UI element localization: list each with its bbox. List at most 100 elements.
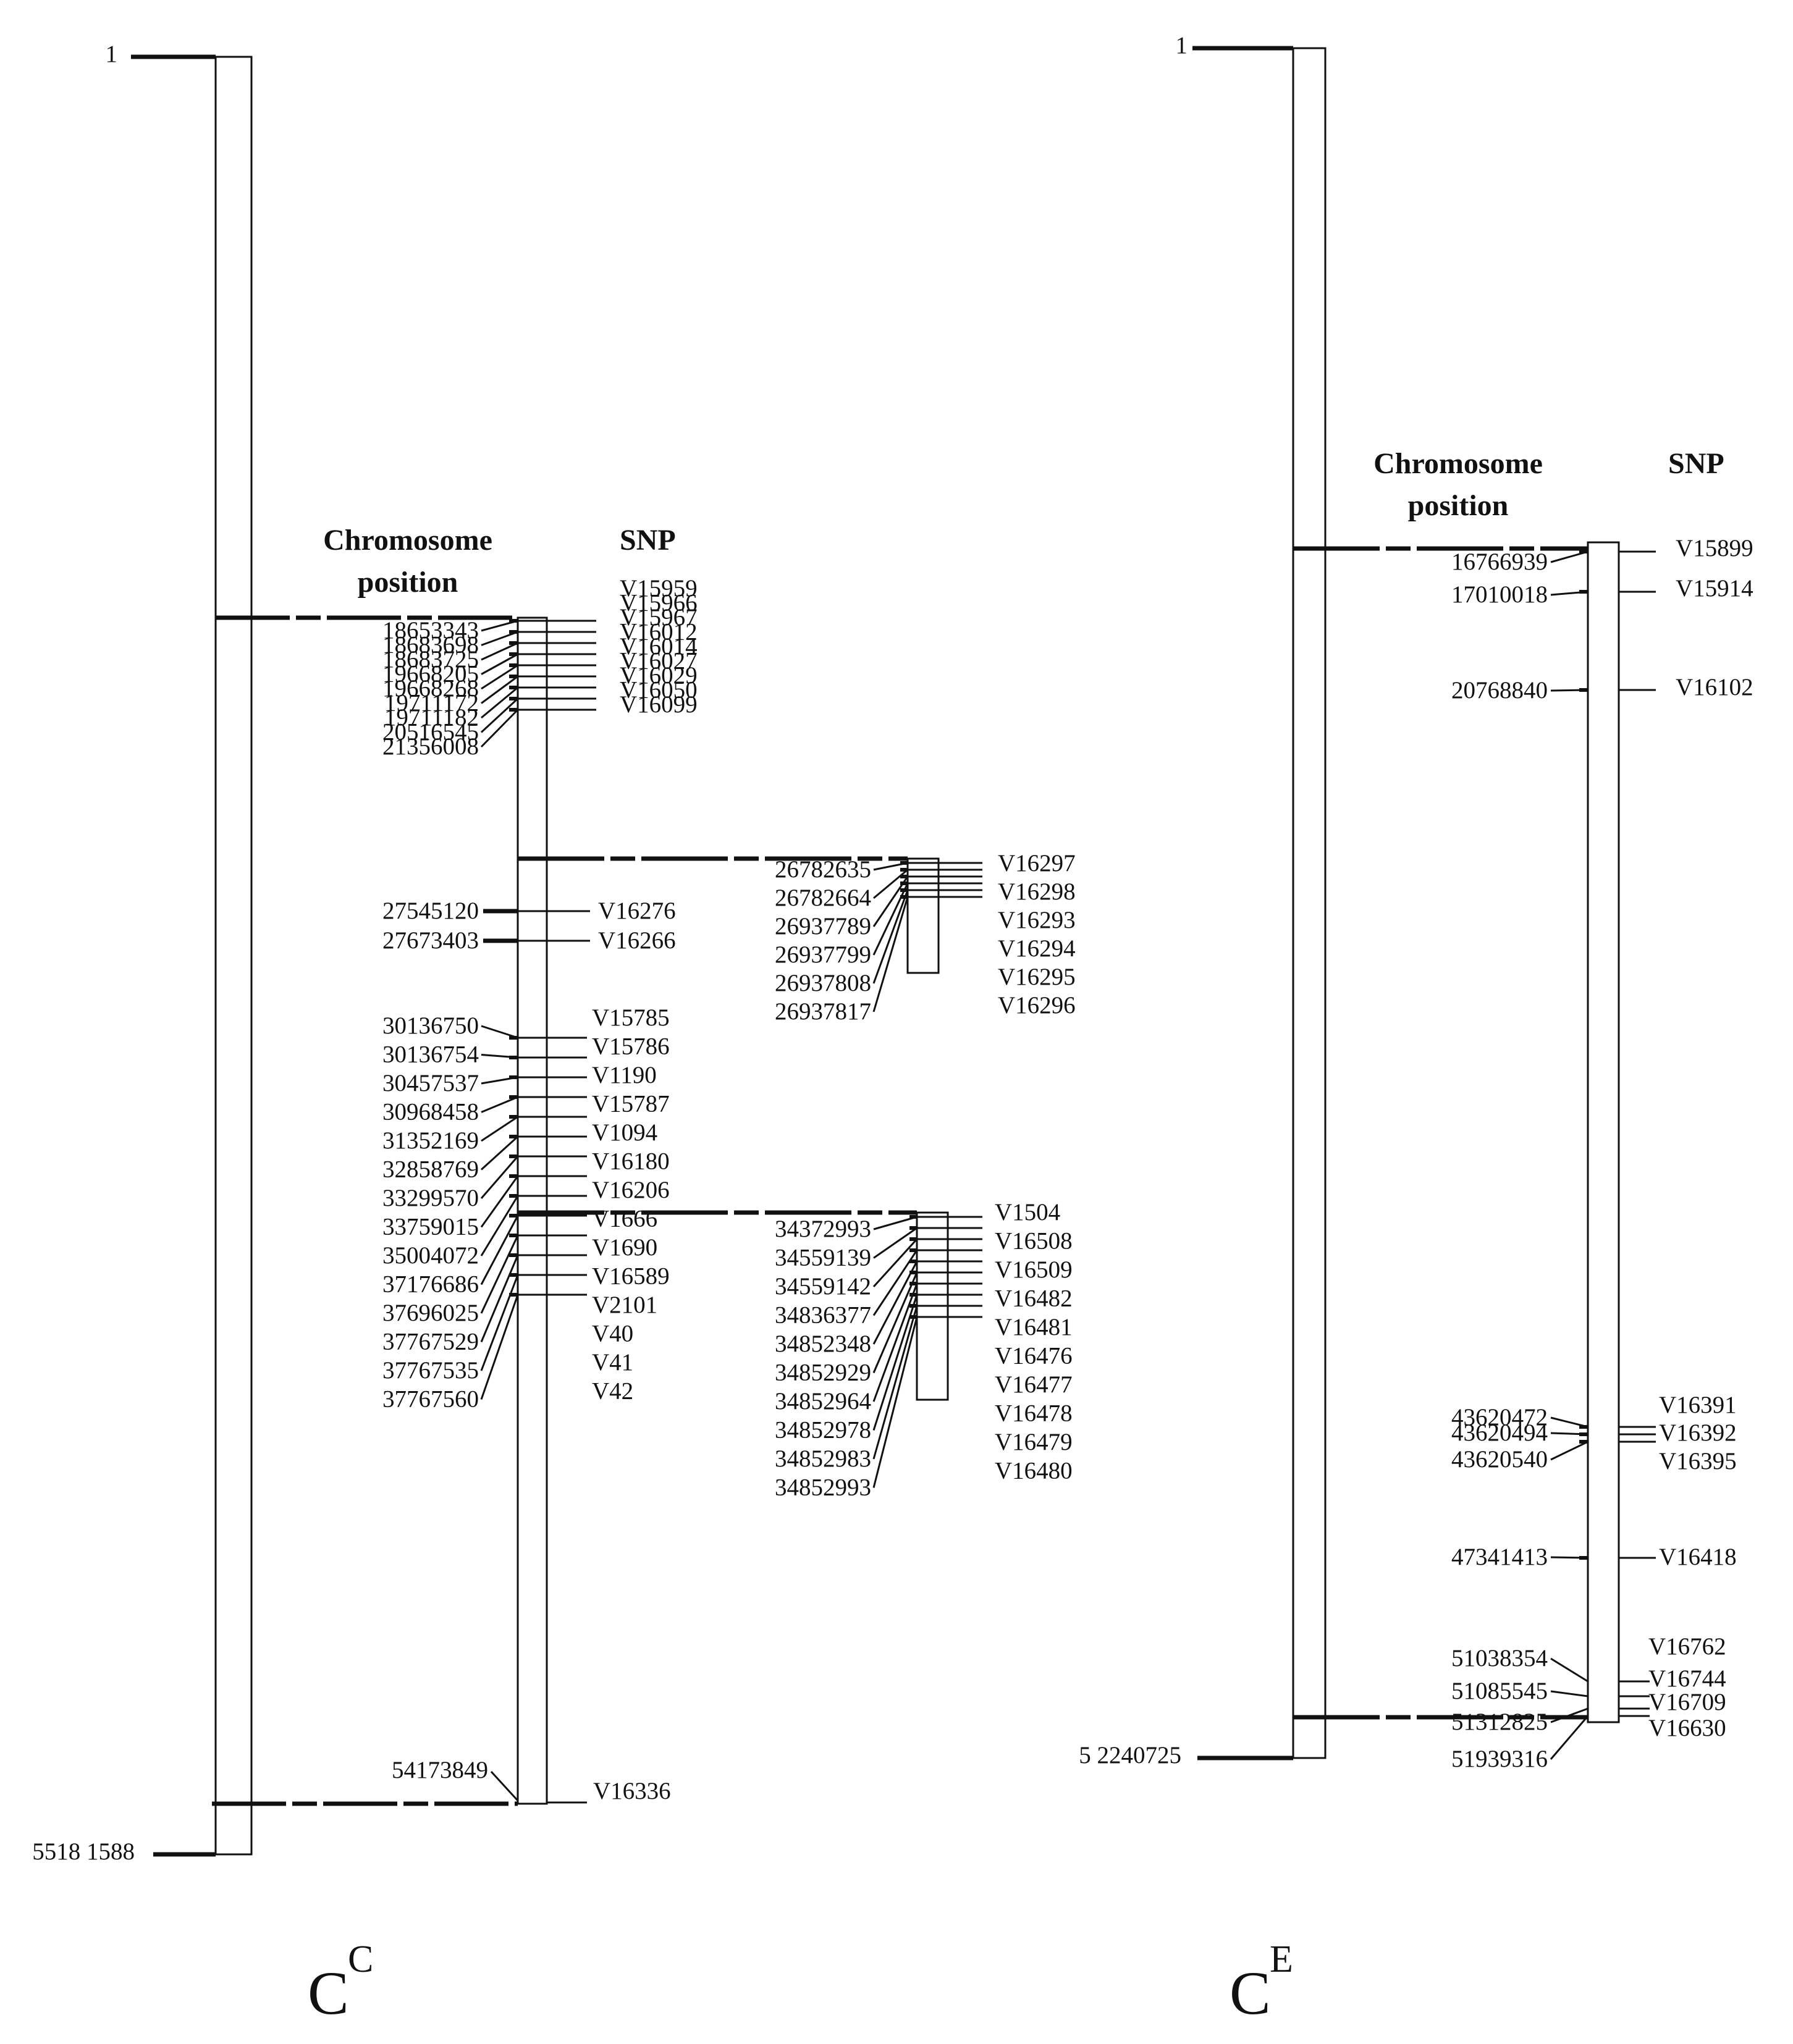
position-label: 19711182 — [384, 704, 479, 731]
snp-label: V16630 — [1648, 1715, 1726, 1741]
snp-label: V16296 — [998, 992, 1076, 1019]
position-leader — [490, 1770, 519, 1802]
chromosome-ce-zoom-bar — [1587, 541, 1620, 1723]
snp-label: V1504 — [995, 1199, 1060, 1226]
snp-label: V16102 — [1676, 674, 1753, 700]
position-label: 20768840 — [1451, 677, 1548, 704]
snp-label: V16395 — [1659, 1448, 1737, 1474]
start-label-cc: 1 — [106, 41, 118, 67]
position-leader — [480, 1195, 519, 1256]
snp-label: V16276 — [598, 898, 676, 924]
position-leader — [480, 1156, 519, 1199]
position-leader — [872, 1283, 918, 1402]
position-leader — [481, 1025, 518, 1039]
snp-label: V16589 — [592, 1263, 670, 1290]
position-label: 43620540 — [1451, 1446, 1548, 1473]
snp-label: V42 — [592, 1378, 633, 1405]
position-leader — [481, 642, 518, 661]
position-leader — [480, 1176, 519, 1228]
position-label: 19711172 — [384, 690, 479, 717]
snp-label: V16014 — [620, 633, 698, 660]
snp-label: V15914 — [1676, 575, 1753, 602]
snp-label: V16266 — [598, 927, 676, 954]
diagram-structure — [131, 46, 1620, 1857]
position-label: 33759015 — [382, 1214, 479, 1240]
position-leader — [872, 1261, 918, 1345]
position-label: 43620472 — [1451, 1404, 1548, 1431]
position-leader — [1550, 1715, 1589, 1760]
position-label: 32858769 — [382, 1156, 479, 1183]
position-label: 27673403 — [382, 927, 479, 954]
position-label: 16766939 — [1451, 549, 1548, 575]
snp-label: V16476 — [995, 1343, 1073, 1369]
snp-label: V16418 — [1659, 1544, 1737, 1570]
snp-label: V16482 — [995, 1285, 1073, 1312]
snp-label: V16709 — [1648, 1689, 1726, 1715]
position-leader — [481, 664, 518, 690]
position-label: 34836377 — [775, 1302, 871, 1329]
header-snp-ce: SNP — [1668, 447, 1724, 480]
snp-label: V15785 — [592, 1004, 670, 1031]
snp-label: V1690 — [592, 1234, 657, 1261]
position-leader — [872, 1294, 918, 1431]
snp-label: V41 — [592, 1349, 633, 1376]
position-label: 18683698 — [382, 632, 479, 658]
header-position-line1-ce: Chromosome — [1373, 447, 1543, 480]
snp-label: V16050 — [620, 677, 698, 704]
snp-label: V2101 — [592, 1292, 657, 1318]
end-label-cc: 5518 1588 — [32, 1838, 135, 1865]
snp-label: V16336 — [593, 1778, 671, 1804]
panel-name-ce: C — [1230, 1959, 1271, 2027]
position-label: 30136754 — [382, 1041, 479, 1068]
position-leader — [480, 1274, 519, 1371]
snp-label: V1666 — [592, 1206, 657, 1232]
header-snp-cc: SNP — [620, 524, 676, 557]
position-label: 26937808 — [775, 970, 871, 996]
snp-label: V16294 — [998, 935, 1076, 962]
position-label: 34559142 — [775, 1273, 871, 1300]
position-leader — [872, 1272, 918, 1374]
position-leader — [872, 1238, 918, 1288]
position-label: 34559139 — [775, 1245, 871, 1271]
position-label: 37767529 — [382, 1329, 479, 1355]
position-label: 19668268 — [382, 675, 479, 702]
position-label: 54173849 — [392, 1757, 488, 1783]
snp-markers: 18653343V1595918683698V1596618683725V159… — [382, 535, 1753, 1804]
position-label: 26782664 — [775, 885, 871, 911]
position-label: 27545120 — [382, 898, 479, 924]
position-label: 51939316 — [1451, 1746, 1548, 1772]
snp-label: V16180 — [592, 1148, 670, 1175]
position-leader — [480, 1215, 519, 1285]
position-label: 34852993 — [775, 1474, 871, 1501]
panel-name-cc: C — [308, 1959, 349, 2027]
position-label: 34852983 — [775, 1445, 871, 1472]
position-leader — [481, 631, 518, 646]
position-label: 34852348 — [775, 1331, 871, 1357]
position-leader — [873, 868, 908, 899]
position-label: 31352169 — [382, 1127, 479, 1154]
snp-label: V15786 — [592, 1033, 670, 1060]
position-leader — [873, 1216, 918, 1230]
snp-label: V15959 — [620, 575, 698, 602]
snp-label: V16762 — [1648, 1633, 1726, 1660]
position-leader — [480, 1255, 519, 1343]
position-label: 34852929 — [775, 1360, 871, 1386]
position-leader — [1550, 1440, 1588, 1461]
snp-label: V16508 — [995, 1228, 1073, 1255]
sub-bar-1 — [906, 857, 940, 974]
snp-label: V16391 — [1659, 1392, 1737, 1418]
snp-label: V1190 — [592, 1062, 657, 1088]
header-position-line2-cc: position — [358, 566, 458, 599]
header-position-line1-cc: Chromosome — [323, 524, 492, 557]
position-label: 18683725 — [382, 646, 479, 673]
position-label: 33299570 — [382, 1185, 479, 1211]
position-label: 35004072 — [382, 1242, 479, 1269]
position-label: 30968458 — [382, 1099, 479, 1125]
chromosome-ce-bar — [1292, 47, 1327, 1759]
position-label: 21356008 — [382, 733, 479, 760]
position-label: 34372993 — [775, 1216, 871, 1242]
position-label: 19668205 — [382, 661, 479, 688]
snp-label: V16479 — [995, 1429, 1073, 1455]
position-leader — [480, 709, 519, 748]
